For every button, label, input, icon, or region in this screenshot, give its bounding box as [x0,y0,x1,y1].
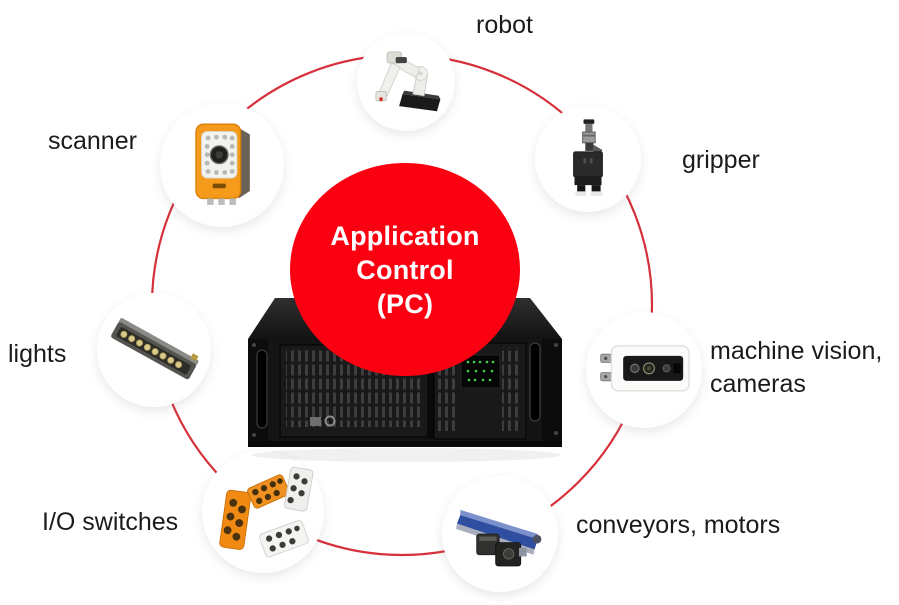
node-circle-gripper [535,106,641,212]
node-circle-io-switches [202,451,324,573]
node-label-machine-vision: machine vision, cameras [710,335,882,401]
node-circle-machine-vision [586,312,702,428]
scanner-camera-icon [195,123,250,205]
node-label-scanner: scanner [48,127,137,155]
vision-camera-icon [600,345,690,392]
node-circle-scanner [160,103,284,227]
center-title-line1: Application [330,220,480,251]
center-title-line3: (PC) [376,288,434,319]
node-label-machine-vision-line2: cameras [710,370,806,398]
center-circle: Application Control (PC) [290,163,520,376]
center-title-line2: Control [356,254,454,285]
node-label-conveyors: conveyors, motors [576,511,781,539]
node-label-robot: robot [476,11,533,39]
node-label-lights: lights [8,340,67,368]
node-label-io-switches: I/O switches [42,508,179,536]
node-circle-conveyors [442,476,558,592]
io-modules-icon [219,466,314,558]
robot-arm-icon [375,51,441,112]
node-label-gripper: gripper [682,146,760,174]
node-label-machine-vision-line1: machine vision, [710,337,883,365]
gripper-icon [573,119,603,196]
conveyor-belt-icon [456,509,542,567]
bar-light-icon [111,318,199,380]
node-circle-robot [357,33,455,131]
node-circle-lights [97,293,211,407]
